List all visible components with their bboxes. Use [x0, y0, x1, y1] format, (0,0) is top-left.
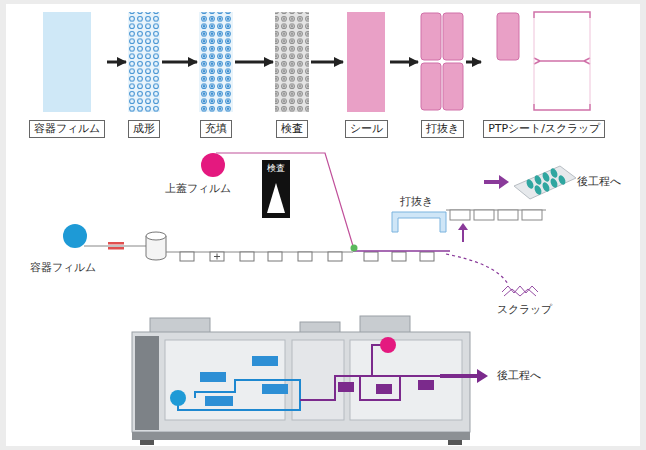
process-stage: 容器フィルム [29, 10, 105, 138]
annotation-label: 後工程へ [497, 369, 541, 383]
stage-label: 打抜き [421, 120, 464, 138]
flow-arrow [162, 61, 197, 64]
process-stage: シール [345, 10, 388, 138]
stage-label: シール [345, 120, 388, 138]
flow-arrow [390, 61, 418, 64]
annotation-label: 上蓋フィルム [165, 182, 231, 196]
process-stage: 成形 [128, 10, 160, 138]
annotation-label: スクラップ [497, 303, 552, 317]
annotation-label: 容器フィルム [30, 261, 96, 275]
inspection-beam [266, 183, 286, 213]
inspection-label: 検査 [266, 163, 286, 174]
stage-label: PTPシート/スクラップ [483, 120, 605, 138]
inspection-box: 検査 [262, 160, 290, 218]
process-stage: 打抜き [420, 10, 464, 138]
process-stage: 充填 [199, 10, 233, 138]
stage-label: 検査 [276, 120, 308, 138]
stage-label: 成形 [128, 120, 160, 138]
flow-arrow [107, 61, 126, 64]
flow-arrow [466, 61, 481, 64]
flow-arrow [311, 61, 343, 64]
process-stage: PTPシート/スクラップ [483, 10, 605, 138]
annotation-label: 後工程へ [577, 175, 621, 189]
flow-arrow [235, 61, 273, 64]
stage-label: 容器フィルム [29, 120, 105, 138]
process-stage: 検査 [275, 10, 309, 138]
stage-label: 充填 [200, 120, 232, 138]
annotation-label: 打抜き [400, 195, 433, 209]
